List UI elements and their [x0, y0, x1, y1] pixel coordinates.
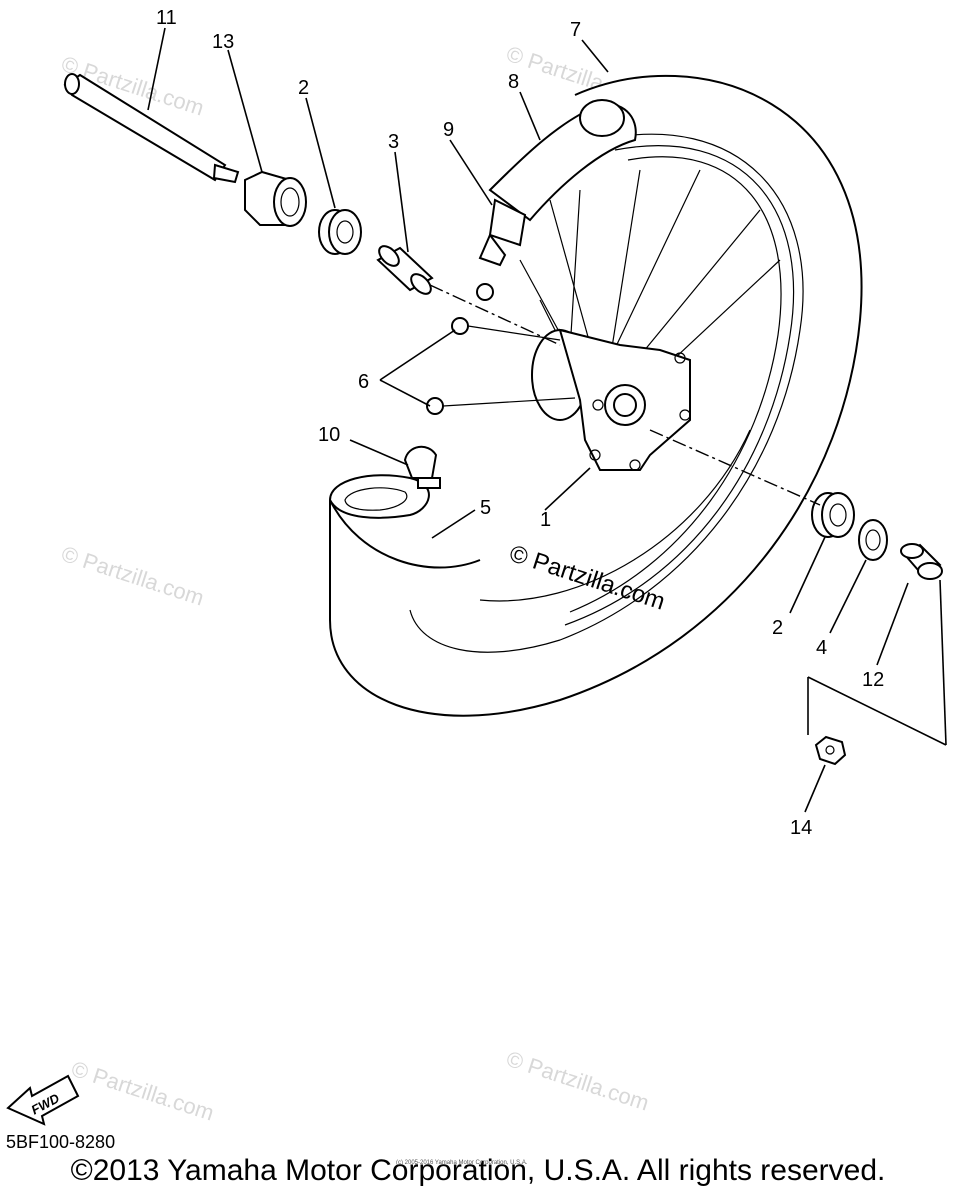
- fwd-arrow-icon: FWD: [6, 1074, 80, 1126]
- watermark-bottom-center: © Partzilla.com: [503, 1046, 652, 1116]
- part-8-rim-band[interactable]: [488, 99, 637, 222]
- part-11-axle[interactable]: [63, 73, 240, 184]
- part-2-bearing-right[interactable]: [811, 492, 855, 538]
- part-10-valve-nut[interactable]: [403, 445, 441, 489]
- callout-7: 7: [570, 19, 581, 41]
- part-14-nut[interactable]: [814, 735, 847, 766]
- watermark-bottom-left: © Partzilla.com: [68, 1056, 217, 1126]
- axis-lines: [429, 284, 947, 746]
- diagram-code: 5BF100-8280: [6, 1132, 116, 1152]
- part-9-rim-lock[interactable]: [478, 198, 527, 267]
- callout-10: 10: [318, 424, 340, 446]
- callout-13: 13: [212, 31, 234, 53]
- callout-4: 4: [816, 637, 827, 659]
- part-2-bearing-left[interactable]: [318, 209, 362, 255]
- part-4-seal[interactable]: [858, 519, 888, 561]
- leader-lines: [147, 27, 909, 813]
- callout-8: 8: [508, 71, 519, 93]
- callout-11: 11: [156, 7, 177, 29]
- callout-1: 1: [540, 509, 551, 531]
- part-13-collar[interactable]: [244, 170, 307, 227]
- part-5-tube[interactable]: [328, 474, 430, 519]
- watermark-mid-left: © Partzilla.com: [58, 541, 207, 611]
- small-copyright: (c) 2005-2016 Yamaha Motor Corporation, …: [396, 1160, 528, 1166]
- copyright-notice: ©2013 Yamaha Motor Corporation, U.S.A. A…: [70, 1154, 886, 1187]
- callout-2-left: 2: [298, 77, 309, 99]
- callout-2-right: 2: [772, 617, 783, 639]
- callout-14: 14: [790, 817, 812, 839]
- callout-6: 6: [358, 371, 369, 393]
- part-12-collar[interactable]: [900, 543, 943, 580]
- part-3-spacer[interactable]: [376, 243, 435, 298]
- callout-12: 12: [862, 669, 884, 691]
- callout-9: 9: [443, 119, 454, 141]
- callout-5: 5: [480, 497, 491, 519]
- callout-3: 3: [388, 131, 399, 153]
- callout-numbers: 11 13 2 3 9 8 7 6 10 5 1 2 4 12 14: [156, 7, 884, 839]
